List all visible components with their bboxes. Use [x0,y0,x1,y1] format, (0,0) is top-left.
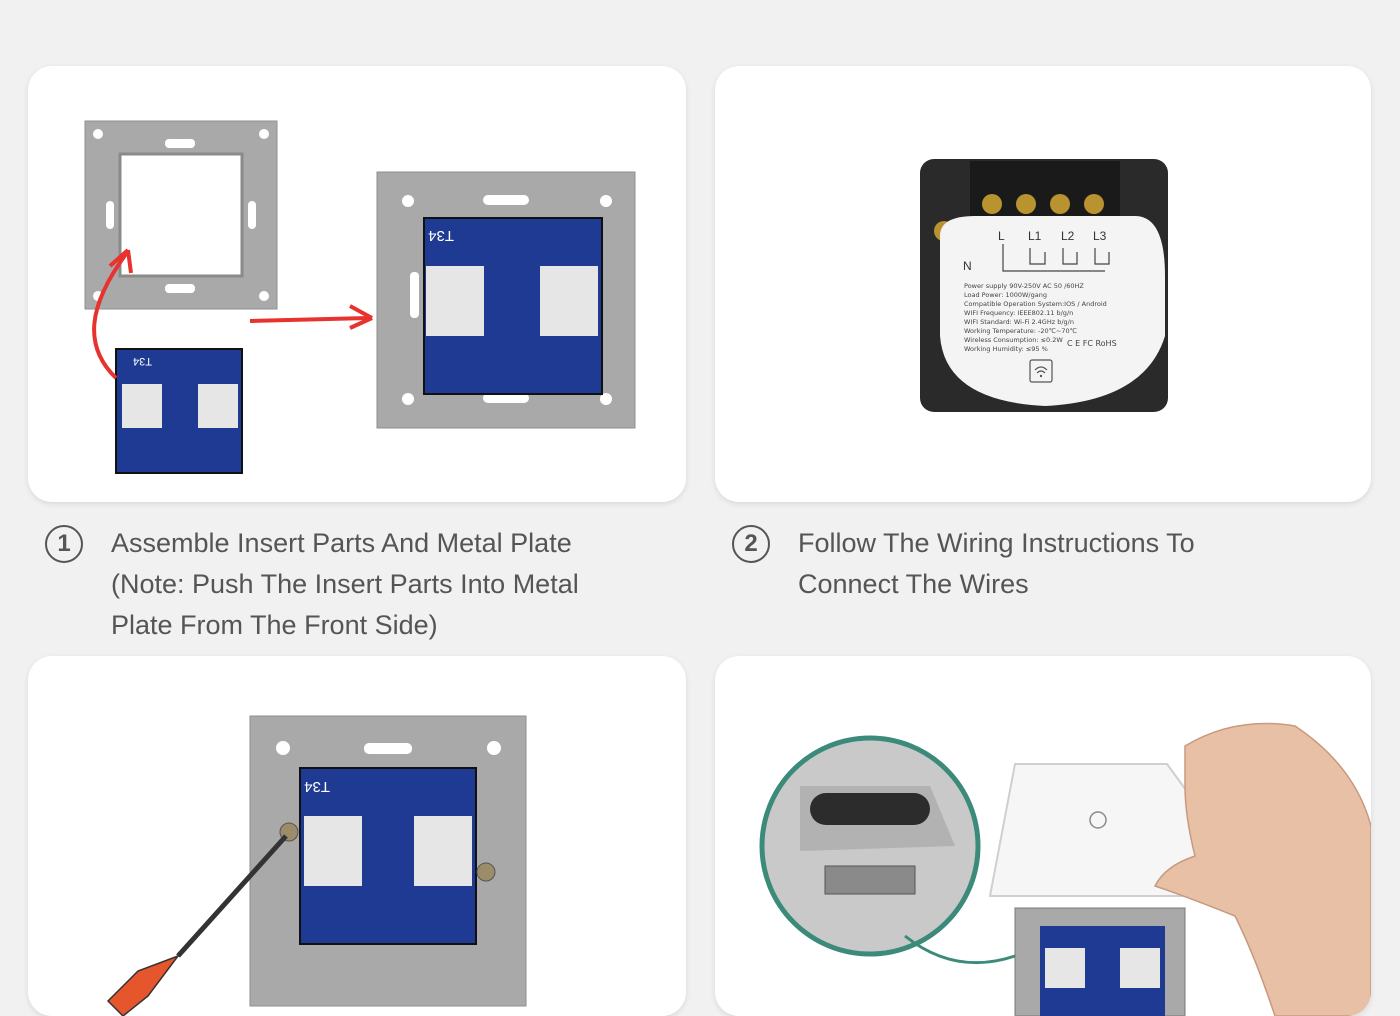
step-number-badge: 1 [45,525,83,563]
step-1-line: Plate From The Front Side) [111,605,579,646]
step-3-image-card: T34 [28,656,686,1016]
spec-line: WIFI Frequency: IEEE802.11 b/g/n [964,309,1073,317]
module-code-label: T34 [133,355,152,367]
terminal-label-l3: L3 [1093,229,1107,243]
terminal-label-l: L [998,229,1005,243]
spec-line: Power supply 90V-250V AC 50 /60HZ [964,282,1084,290]
spec-line: Compatible Operation System:IOS / Androi… [964,300,1107,308]
panel-fitting-illustration [715,656,1371,1016]
step-2-text: Follow The Wiring Instructions To Connec… [798,523,1195,605]
spec-line: Working Temperature: -20℃~70℃ [964,327,1077,335]
hand-illustration [1155,724,1371,1016]
certification-marks: C E FC RoHS [1067,339,1117,348]
terminal-label-n: N [963,259,972,273]
assembled-plate-with-insert: T34 [250,716,526,1006]
step-2-image-card: L L1 L2 L3 N Power supply 90V-250V AC 50… [715,66,1371,502]
step-1-line: Assemble Insert Parts And Metal Plate [111,523,579,564]
magnified-clip-detail [762,738,978,954]
module-code-label: T34 [304,778,330,795]
module-code-label: T34 [428,227,454,244]
step-2-line: Follow The Wiring Instructions To [798,523,1195,564]
spec-line: WIFI Standard: Wi-Fi 2.4GHz b/g/n [964,318,1074,326]
step-4-image-card [715,656,1371,1016]
step-number-badge: 2 [732,525,770,563]
switch-insert-module-small: T34 [116,349,242,473]
assembly-illustration: T34 T34 [28,66,686,502]
assembled-plate-with-insert: T34 [377,172,635,428]
step-1-image-card: T34 T34 [28,66,686,502]
empty-metal-plate [85,121,277,309]
terminal-label-l1: L1 [1028,229,1042,243]
spec-line: Load Power: 1000W/gang [964,291,1047,299]
screw-fixing-illustration: T34 [28,656,686,1016]
step-1-text: Assemble Insert Parts And Metal Plate (N… [111,523,579,646]
step-1-line: (Note: Push The Insert Parts Into Metal [111,564,579,605]
spec-line: Working Humidity: ≤95 % [964,345,1048,353]
wiring-illustration: L L1 L2 L3 N Power supply 90V-250V AC 50… [715,66,1371,502]
spec-line: Wireless Consumption: ≤0.2W [964,336,1063,344]
step-2-line: Connect The Wires [798,564,1195,605]
terminal-label-l2: L2 [1061,229,1075,243]
